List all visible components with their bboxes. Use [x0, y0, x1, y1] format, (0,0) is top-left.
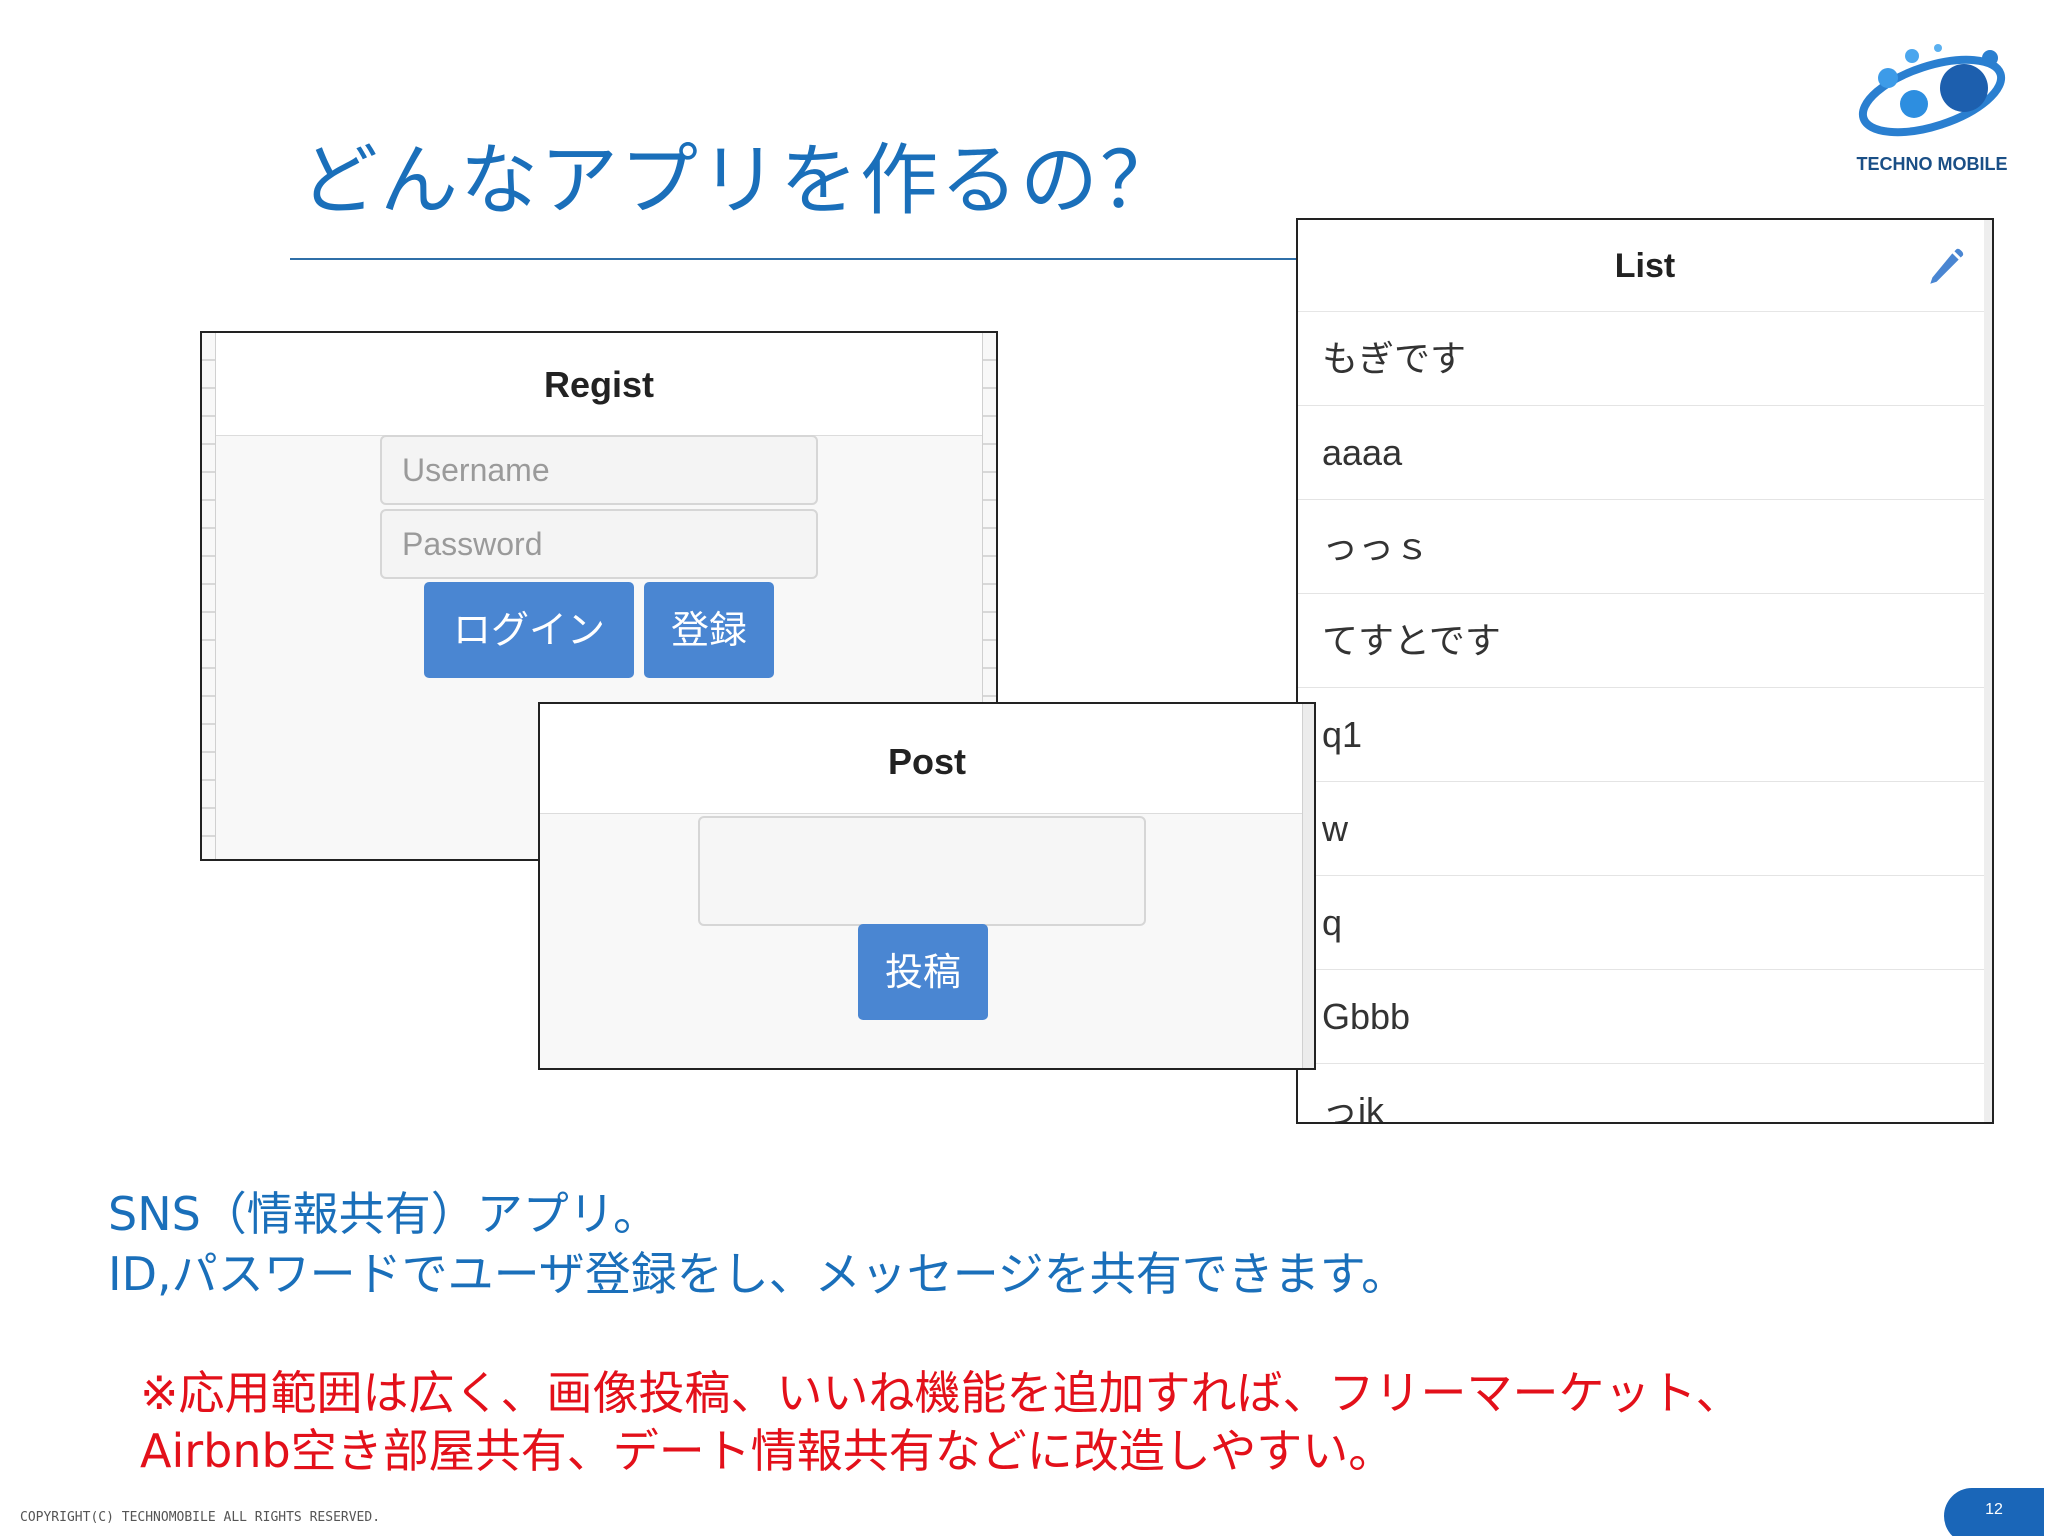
note-line-1: ※応用範囲は広く、画像投稿、いいね機能を追加すれば、フリーマーケット、: [140, 1366, 1742, 1420]
list-item[interactable]: てすとです: [1298, 594, 1992, 688]
description-line-1: SNS（情報共有）アプリ。: [108, 1187, 659, 1241]
list-items: もぎです aaaa っっｓ てすとです q1 w q Gbbb っik: [1298, 312, 1992, 1122]
list-scrollbar[interactable]: [1984, 220, 1992, 1122]
copyright-text: COPYRIGHT(C) TECHNOMOBILE ALL RIGHTS RES…: [20, 1510, 381, 1525]
post-header: Post: [540, 704, 1314, 814]
regist-left-edge: [202, 333, 216, 859]
list-item[interactable]: Gbbb: [1298, 970, 1992, 1064]
post-screen: Post 投稿: [538, 702, 1316, 1070]
slide-title: どんなアプリを作るの？: [300, 136, 1181, 226]
post-input[interactable]: [698, 816, 1146, 926]
post-right-edge: [1302, 704, 1314, 1068]
list-item[interactable]: w: [1298, 782, 1992, 876]
list-item[interactable]: q1: [1298, 688, 1992, 782]
login-button[interactable]: ログイン: [424, 582, 634, 678]
app-description: SNS（情報共有）アプリ。 ID,パスワードでユーザ登録をし、メッセージを共有で…: [108, 1184, 1407, 1304]
username-field[interactable]: Username: [380, 435, 818, 505]
register-button[interactable]: 登録: [644, 582, 774, 678]
note-line-2: Airbnb空き部屋共有、デート情報共有などに改造しやすい。: [140, 1424, 1395, 1478]
post-button[interactable]: 投稿: [858, 924, 988, 1020]
list-item[interactable]: っっｓ: [1298, 500, 1992, 594]
pencil-icon[interactable]: [1924, 246, 1966, 288]
list-item[interactable]: っik: [1298, 1064, 1992, 1122]
page-number: 12: [1944, 1488, 2044, 1536]
regist-header: Regist: [216, 333, 982, 436]
list-header-title: List: [1614, 247, 1676, 285]
description-line-2: ID,パスワードでユーザ登録をし、メッセージを共有できます。: [108, 1247, 1408, 1301]
list-header: List: [1298, 220, 1992, 312]
password-field[interactable]: Password: [380, 509, 818, 579]
list-item[interactable]: q: [1298, 876, 1992, 970]
list-item[interactable]: もぎです: [1298, 312, 1992, 406]
list-screen: List もぎです aaaa っっｓ てすとです q1 w q Gbbb っik: [1296, 218, 1994, 1124]
logo: TECHNO MOBILE: [1852, 38, 2012, 178]
logo-text: TECHNO MOBILE: [1856, 154, 2008, 174]
logo-graphic-icon: [1858, 44, 2006, 137]
list-item[interactable]: aaaa: [1298, 406, 1992, 500]
application-note: ※応用範囲は広く、画像投稿、いいね機能を追加すれば、フリーマーケット、 Airb…: [140, 1364, 1742, 1480]
title-divider: [290, 258, 1300, 260]
